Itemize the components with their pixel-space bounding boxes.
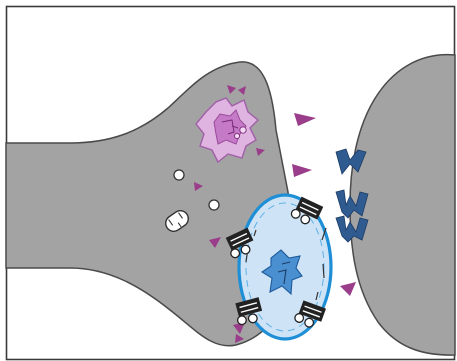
- small-vesicle: [209, 200, 219, 210]
- small-vesicle: [174, 170, 184, 180]
